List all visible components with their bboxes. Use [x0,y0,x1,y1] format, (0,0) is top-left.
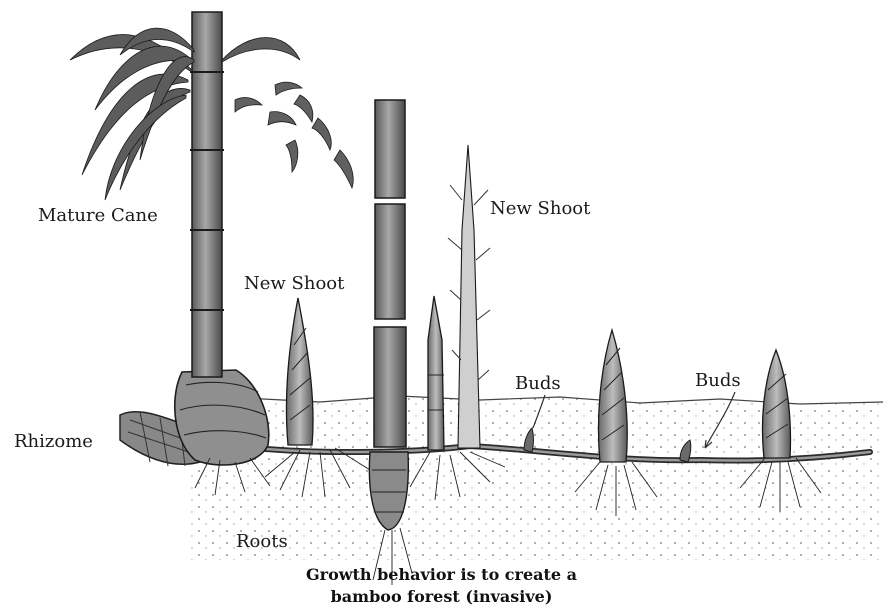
caption-line-2: bamboo forest (invasive) [0,586,883,608]
new-shoot-left [286,298,313,445]
label-new-shoot-right: New Shoot [490,200,590,218]
label-roots: Roots [236,533,288,551]
mature-cane-base [175,370,269,465]
label-rhizome: Rhizome [14,433,93,451]
mature-cane [70,12,353,377]
shoot-center-right [599,330,628,462]
label-buds-left: Buds [515,375,561,393]
shoot-far-right [763,350,791,458]
label-mature-cane: Mature Cane [38,207,158,225]
caption-line-1: Growth behavior is to create a [0,564,883,586]
label-buds-right: Buds [695,372,741,390]
growing-culm [369,100,408,530]
label-new-shoot-left: New Shoot [244,275,344,293]
thin-shoot [428,296,444,450]
diagram-caption: Growth behavior is to create a bamboo fo… [0,564,883,607]
